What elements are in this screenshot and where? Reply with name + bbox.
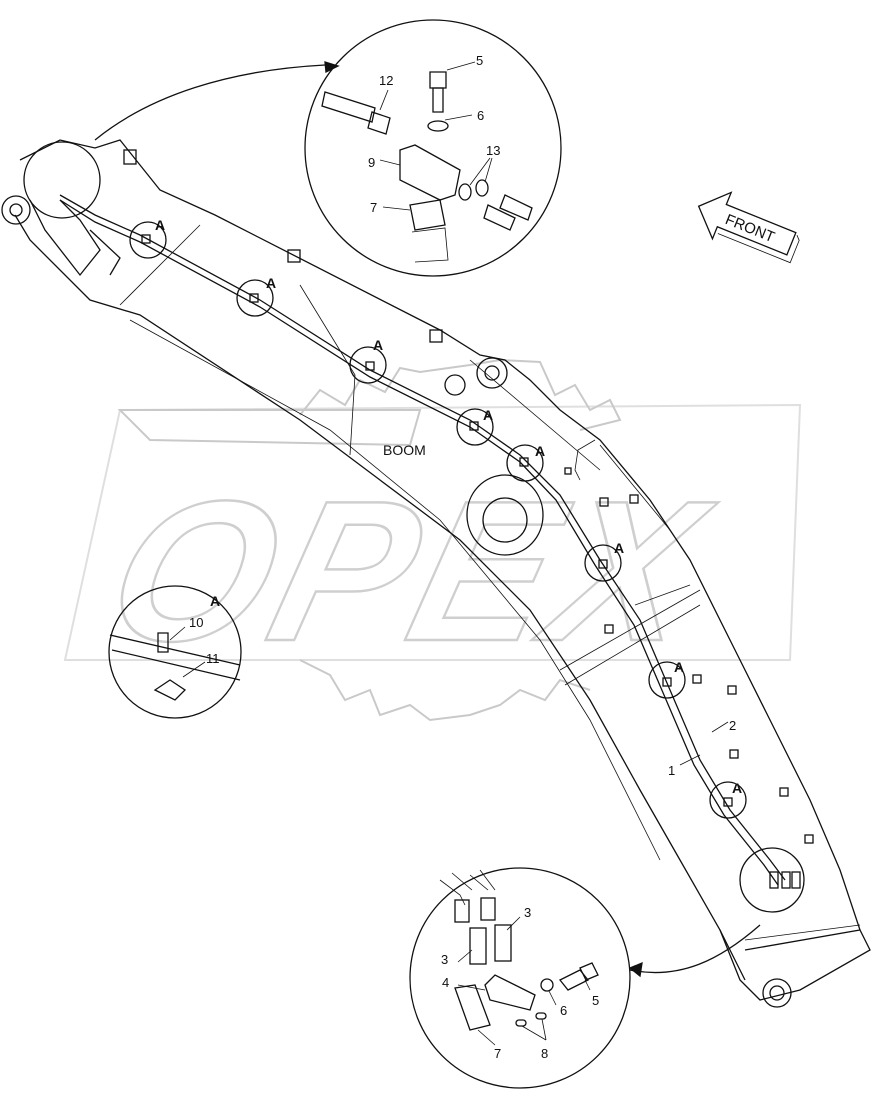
- callout-top-12: 12: [379, 73, 393, 88]
- detail-marker-label: A: [373, 337, 383, 353]
- callout-bottom-5: 5: [592, 993, 599, 1008]
- callout-top-13: 13: [486, 143, 500, 158]
- callout-hose-2: 2: [729, 718, 736, 733]
- boom-body: [1, 139, 871, 1008]
- bottom-detail-view: 3 3 4 6 5 7 8: [409, 867, 761, 1089]
- boom-label: BOOM: [383, 442, 426, 458]
- callout-bottom-3a: 3: [524, 905, 531, 920]
- callout-top-9: 9: [368, 155, 375, 170]
- callout-detail-11: 11: [206, 651, 220, 666]
- watermark: OPEX: [63, 358, 802, 722]
- callout-bottom-6: 6: [560, 1003, 567, 1018]
- top-detail-view: 5 6 9 12 13 7: [94, 19, 562, 277]
- detail-a-view: A 10 11: [108, 585, 242, 719]
- hose-callouts: 1 2: [668, 718, 736, 778]
- callout-bottom-8: 8: [541, 1046, 548, 1061]
- detail-marker-label: A: [155, 217, 165, 233]
- callout-top-5: 5: [476, 53, 483, 68]
- callout-hose-1: 1: [668, 763, 675, 778]
- detail-marker-label: A: [266, 275, 276, 291]
- callout-top-7: 7: [370, 200, 377, 215]
- detail-marker-label: A: [732, 780, 742, 796]
- callout-bottom-3b: 3: [441, 952, 448, 967]
- detail-marker-label: A: [535, 443, 545, 459]
- front-direction-arrow: FRONT: [697, 191, 800, 264]
- detail-marker-label: A: [674, 659, 684, 675]
- detail-a-title: A: [210, 593, 220, 609]
- callout-top-6: 6: [477, 108, 484, 123]
- detail-marker-label: A: [614, 540, 624, 556]
- hose-lines: [59, 194, 786, 886]
- detail-a-markers: A A A A A A A A: [23, 141, 805, 913]
- callout-bottom-4: 4: [442, 975, 449, 990]
- watermark-text: OPEX: [90, 460, 730, 684]
- detail-marker-label: A: [483, 407, 493, 423]
- callout-bottom-7: 7: [494, 1046, 501, 1061]
- callout-detail-10: 10: [189, 615, 203, 630]
